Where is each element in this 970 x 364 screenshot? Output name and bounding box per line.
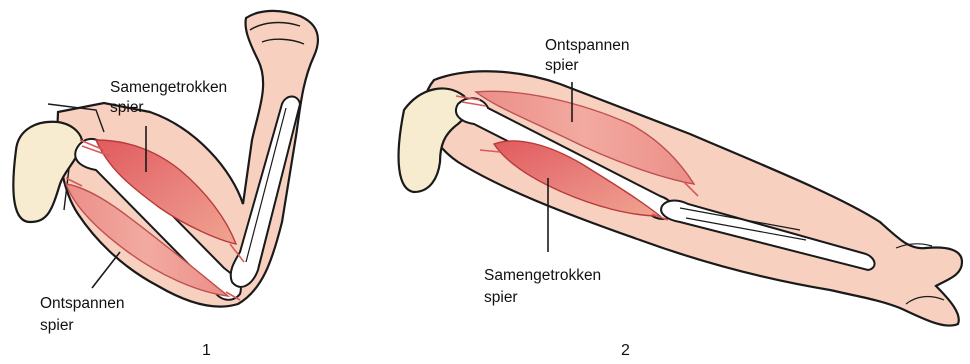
figure-2-top-label-line2: spier	[545, 57, 579, 74]
figure-2-number: 2	[621, 342, 630, 359]
figure-1-bottom-label-line1: Ontspannen	[40, 295, 124, 312]
figure-2-top-label-line1: Ontspannen	[545, 37, 629, 54]
figure-2-extended-arm: Ontspannen spier Samengetrokken spier 2	[399, 37, 962, 359]
figure-1-number: 1	[202, 342, 211, 359]
figure-2-bottom-label-line1: Samengetrokken	[484, 267, 601, 284]
figure-2-bottom-label-line2: spier	[484, 289, 518, 306]
leader-line-1-bottom	[92, 252, 120, 288]
figure-1-bottom-label-line2: spier	[40, 317, 74, 334]
figure-1-top-label-line2: spier	[110, 99, 144, 116]
figure-1-top-label-line1: Samengetrokken	[110, 79, 227, 96]
figure-1-flexed-arm: Samengetrokken spier Ontspannen spier 1	[13, 11, 318, 359]
